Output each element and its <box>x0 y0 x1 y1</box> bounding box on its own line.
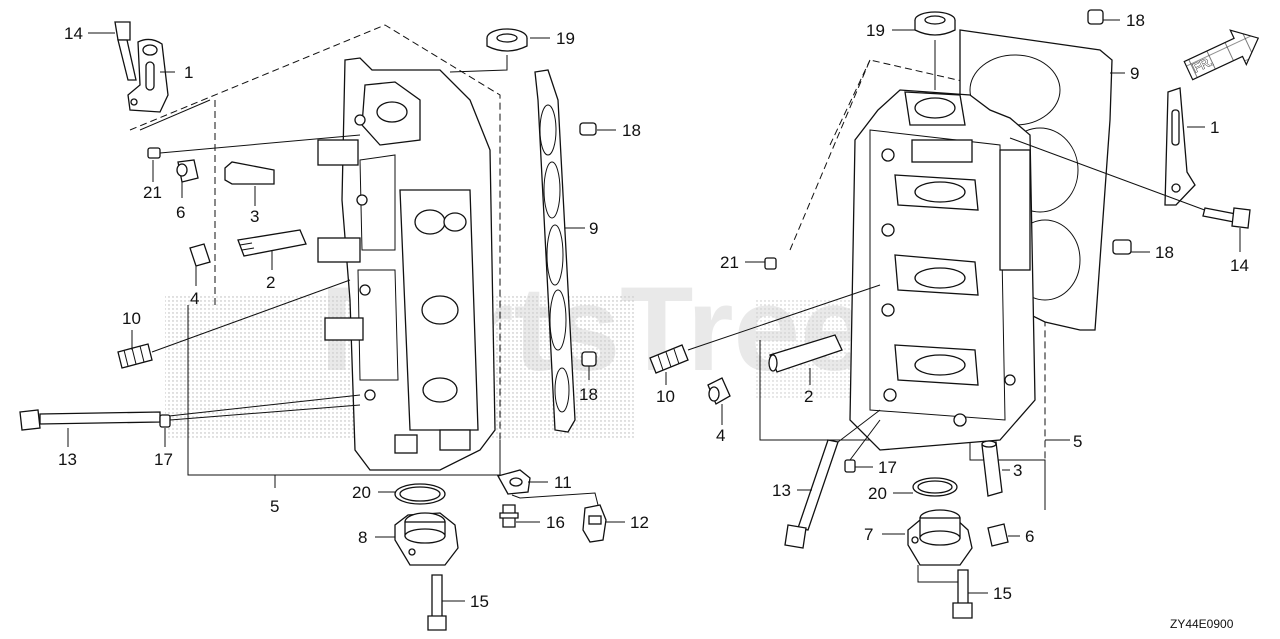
callout-4: 4 <box>716 426 725 445</box>
reference-code: ZY44E0900 <box>1170 617 1234 631</box>
callout-18: 18 <box>1155 243 1174 262</box>
part-dowel-18-right-mid <box>1112 239 1132 255</box>
callout-9: 9 <box>1130 64 1139 83</box>
part-bolt-16 <box>499 504 519 528</box>
part-oring-20-left <box>394 483 446 505</box>
part-stud-10-right <box>649 284 881 374</box>
callout-leaders <box>67 19 1241 602</box>
callout-3: 3 <box>1013 461 1022 480</box>
right-cylinder-head-assembly <box>759 29 1113 510</box>
part-thermostat-cover-8 <box>394 512 459 566</box>
part-dowel-17-left <box>159 404 361 428</box>
part-bolt-15-right <box>952 569 973 619</box>
part-clamp-12 <box>582 504 607 543</box>
part-guide-2-right <box>768 334 843 373</box>
callout-15: 15 <box>470 592 489 611</box>
callout-5: 5 <box>270 497 279 516</box>
callout-8: 8 <box>358 528 367 547</box>
part-seal-6-right <box>987 523 1009 547</box>
callout-20: 20 <box>868 484 887 503</box>
callout-1: 1 <box>1210 118 1219 137</box>
part-guide-3-right <box>981 440 1003 497</box>
callout-18: 18 <box>622 121 641 140</box>
callout-4: 4 <box>190 289 199 308</box>
arrow-icon <box>1183 29 1260 81</box>
part-guide-2-left <box>237 229 307 257</box>
callout-17: 17 <box>154 450 173 469</box>
callout-2: 2 <box>266 273 275 292</box>
callout-1: 1 <box>184 63 193 82</box>
callout-labels: 14 1 21 6 3 2 4 10 13 17 5 19 18 9 18 20… <box>58 11 1249 611</box>
callout-12: 12 <box>630 513 649 532</box>
callout-20: 20 <box>352 483 371 502</box>
part-dowel-21-right <box>764 257 777 270</box>
callout-18: 18 <box>579 385 598 404</box>
part-oring-20-right <box>912 477 958 497</box>
callout-10: 10 <box>656 387 675 406</box>
part-dowel-21-left <box>147 134 361 159</box>
callout-16: 16 <box>546 513 565 532</box>
part-bolt-14-right <box>1202 207 1251 229</box>
callout-19: 19 <box>556 29 575 48</box>
part-hanger-1-right <box>1164 87 1196 206</box>
callout-3: 3 <box>250 207 259 226</box>
part-hanger-1-left <box>127 38 169 113</box>
part-bolt-13-left <box>19 394 361 431</box>
part-seal-19-left <box>449 28 528 73</box>
part-dowel-18-right-top <box>1087 9 1104 25</box>
part-stud-10-left <box>117 279 351 369</box>
callout-14: 14 <box>64 24 83 43</box>
callout-13: 13 <box>58 450 77 469</box>
callout-11: 11 <box>554 473 572 492</box>
part-guide-3-left <box>224 161 275 185</box>
callout-5: 5 <box>1073 432 1082 451</box>
callout-6: 6 <box>1025 527 1034 546</box>
callout-17: 17 <box>878 458 897 477</box>
part-dowel-17-right <box>844 419 881 473</box>
part-dowel-18-left-top <box>579 122 597 136</box>
callout-21: 21 <box>143 183 162 202</box>
callout-14: 14 <box>1230 256 1249 275</box>
callout-13: 13 <box>772 481 791 500</box>
front-direction-marker: FR. <box>1183 29 1260 81</box>
callout-18: 18 <box>1126 11 1145 30</box>
callout-9: 9 <box>589 219 598 238</box>
callout-19: 19 <box>866 21 885 40</box>
part-seal-4-right <box>707 377 731 405</box>
callout-7: 7 <box>864 525 873 544</box>
part-seal-19-right <box>914 11 956 90</box>
callout-2: 2 <box>804 387 813 406</box>
callout-21: 21 <box>720 253 739 272</box>
part-bolt-15-left <box>427 574 447 631</box>
left-cylinder-head-assembly <box>129 24 501 488</box>
callout-10: 10 <box>122 309 141 328</box>
part-thermostat-cover-7 <box>907 509 973 583</box>
part-dowel-18-left-bottom <box>581 351 597 367</box>
part-bolt-14-left <box>114 21 137 81</box>
part-clip-11 <box>497 469 531 495</box>
part-bolt-13-right <box>784 409 881 549</box>
part-seal-4-left <box>189 243 211 267</box>
part-seal-6-left <box>176 159 199 183</box>
callout-6: 6 <box>176 203 185 222</box>
callout-15: 15 <box>993 584 1012 603</box>
part-gasket-9-left <box>534 69 576 433</box>
